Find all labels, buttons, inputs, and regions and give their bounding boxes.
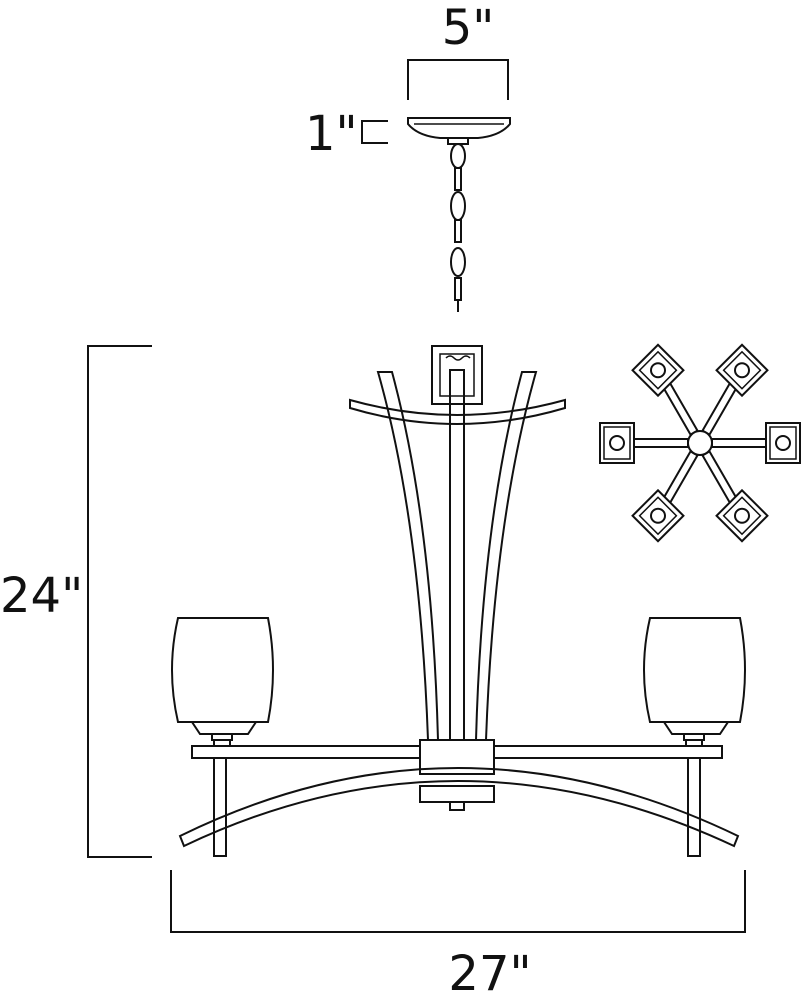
- height-bracket: [87, 345, 152, 858]
- canopy-height-label: 1": [305, 106, 358, 162]
- chain: [450, 143, 466, 312]
- left-shade: [171, 617, 274, 747]
- left-sweep-arm: [376, 371, 440, 741]
- top-view-hub: [687, 430, 713, 456]
- center-rod: [449, 369, 465, 741]
- bottom-cap: [419, 785, 495, 803]
- right-shade: [643, 617, 746, 747]
- top-view-diagram: [599, 343, 801, 543]
- height-label: 24": [0, 568, 83, 624]
- top-view-cup: [599, 422, 635, 464]
- top-view-cup: [631, 343, 685, 398]
- top-mount: [431, 345, 483, 405]
- canopy-height-dimension: 1": [305, 106, 388, 162]
- right-sweep-arm: [474, 371, 538, 741]
- right-leg: [687, 757, 701, 857]
- canopy-width-label: 5": [442, 0, 495, 56]
- canopy: [407, 117, 511, 145]
- top-crossbar: [349, 398, 566, 425]
- top-view-cup: [715, 488, 769, 543]
- top-view-cup: [715, 343, 769, 398]
- canopy-width-bracket: [407, 59, 509, 100]
- top-view-cup: [631, 488, 685, 543]
- top-view-cup: [765, 422, 801, 464]
- chandelier-body: [171, 345, 746, 857]
- canopy-height-bracket: [361, 120, 388, 144]
- width-label: 27": [448, 946, 531, 998]
- left-leg: [213, 757, 227, 857]
- lower-arc: [178, 767, 740, 848]
- canopy-width-dimension: 5": [407, 0, 509, 100]
- height-dimension: 24": [0, 345, 152, 858]
- width-bracket: [170, 870, 746, 933]
- width-dimension: 27": [170, 870, 746, 998]
